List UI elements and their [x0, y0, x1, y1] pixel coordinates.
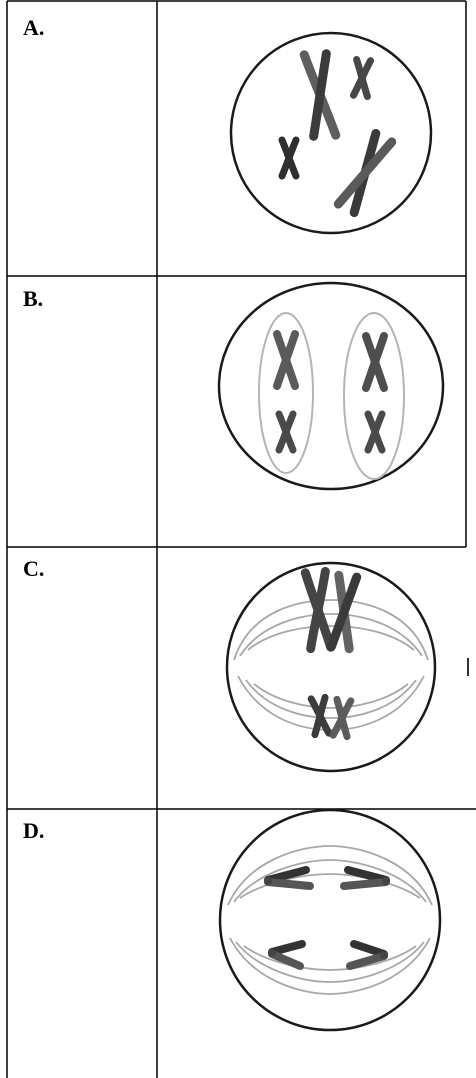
chromosome-large-top	[302, 52, 337, 139]
panel-label: D.	[23, 818, 44, 843]
spindle-fibers	[234, 600, 428, 730]
chromosome-left-top	[277, 334, 295, 386]
chromosome-left-bottom	[279, 414, 293, 450]
panel-label: A.	[23, 15, 44, 40]
chromosome-cluster-bottom	[311, 697, 351, 736]
chromosome-right-bottom	[368, 414, 382, 450]
chromosome-cluster-top	[305, 571, 356, 648]
table-grid	[7, 1, 476, 1078]
panel-d-cell: D.	[23, 810, 440, 1030]
chromosome-small-left	[282, 140, 296, 176]
nucleus-right	[344, 313, 404, 479]
chromatids-lower-left	[268, 944, 302, 966]
cell-membrane	[227, 563, 435, 771]
panel-label: B.	[23, 286, 43, 311]
panel-c-cell: C.	[23, 556, 468, 771]
spindle-fibers	[228, 846, 432, 994]
chromatids-upper-left	[264, 870, 310, 886]
chromosome-right-top	[366, 336, 384, 388]
cell-membrane	[219, 283, 443, 489]
panel-a-cell: A.	[23, 15, 431, 233]
panel-label: C.	[23, 556, 44, 581]
chromosome-large-right	[338, 133, 391, 212]
nucleus-left	[259, 313, 313, 473]
cell-membrane	[220, 810, 440, 1030]
chromatids-upper-right	[344, 870, 390, 886]
chromosome-small-top	[353, 59, 370, 96]
panel-b-cell: B.	[23, 283, 443, 489]
